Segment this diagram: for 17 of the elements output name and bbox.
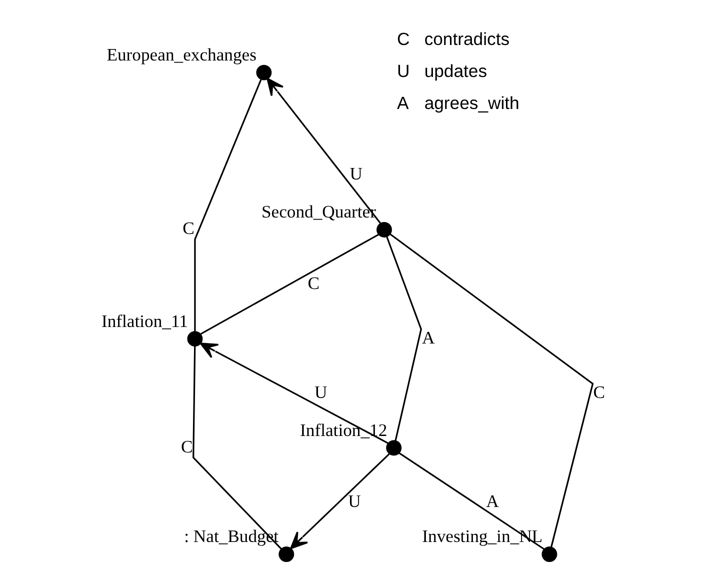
label: C xyxy=(396,28,410,49)
edge-label: C xyxy=(182,218,194,238)
node-label: European_exchanges xyxy=(106,44,256,64)
edge-label: C xyxy=(180,436,192,456)
edge-label: C xyxy=(307,272,320,293)
node-label: Inflation_11 xyxy=(100,310,188,331)
edge-label: U xyxy=(349,164,362,184)
edge-label: U xyxy=(314,382,327,402)
label: updates xyxy=(424,61,487,82)
edge-label: A xyxy=(486,490,498,511)
edge-label: U xyxy=(348,490,360,511)
label: agrees_with xyxy=(424,93,519,114)
edge-label: A xyxy=(421,327,434,348)
label: U xyxy=(396,61,410,82)
label: A xyxy=(396,93,408,114)
edge-label: C xyxy=(592,382,605,402)
label: contradicts xyxy=(424,28,510,49)
